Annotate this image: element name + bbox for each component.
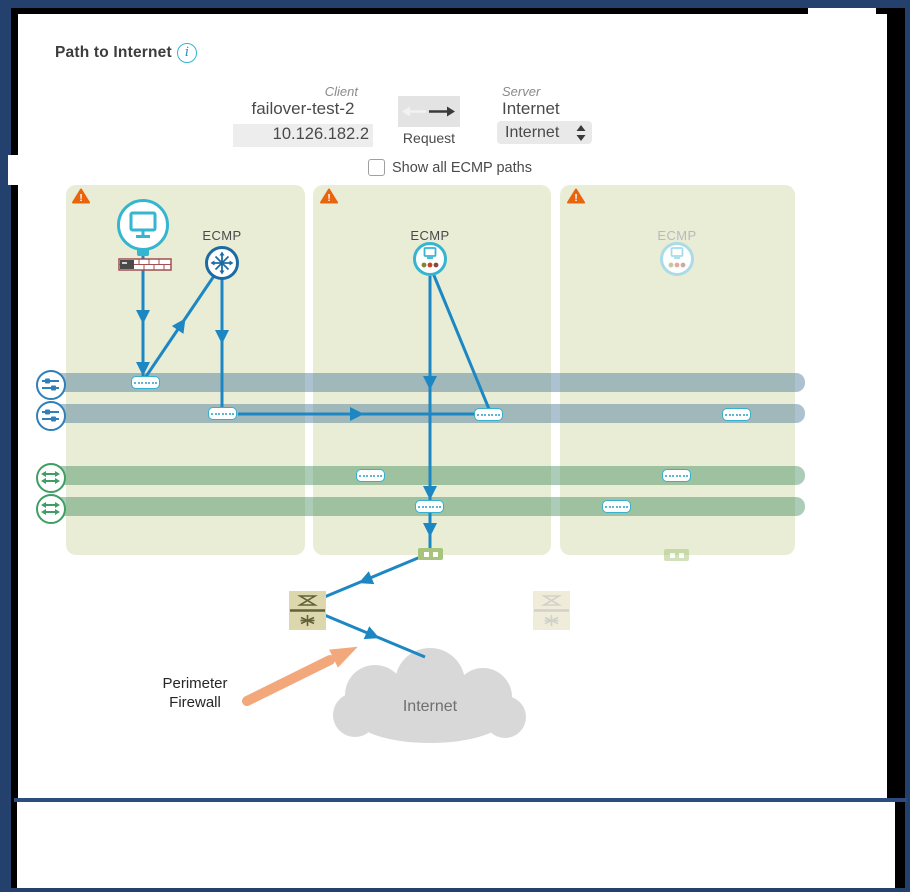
border-port-device[interactable] — [418, 548, 443, 560]
info-icon[interactable]: i — [177, 43, 197, 63]
switch-device[interactable] — [208, 407, 237, 420]
perimeter-firewall-node[interactable] — [289, 591, 326, 630]
leaf-layer-icon[interactable] — [36, 494, 66, 524]
host-brick-device-icon[interactable] — [118, 258, 172, 272]
leaf-layer-icon[interactable] — [36, 463, 66, 493]
perimeter-firewall-node-inactive[interactable] — [533, 591, 570, 630]
leaf-layer-bar-1 — [40, 466, 805, 485]
warning-triangle-icon[interactable]: ! — [320, 188, 338, 204]
svg-text:!: ! — [574, 193, 577, 204]
show-ecmp-label: Show all ECMP paths — [392, 160, 532, 176]
monitor-group-icon — [668, 247, 686, 268]
spine-layer-icon[interactable] — [36, 401, 66, 431]
ecmp-router-node[interactable] — [205, 246, 239, 280]
request-label: Request — [402, 130, 456, 146]
switch-device[interactable] — [131, 376, 160, 389]
page-title: Path to Internet — [55, 44, 172, 61]
server-select[interactable]: Internet — [497, 121, 592, 144]
spine-layer-icon[interactable] — [36, 370, 66, 400]
client-ip-field[interactable]: 10.126.182.2 — [233, 124, 373, 147]
divider-line — [14, 798, 907, 802]
server-label: Server — [502, 84, 541, 99]
ecmp-group-label: ECMP — [410, 228, 450, 243]
monitor-group-icon — [421, 247, 439, 268]
request-arrows-icon — [402, 106, 455, 117]
switch-device[interactable] — [602, 500, 631, 513]
request-direction-toggle[interactable] — [398, 96, 460, 127]
annotation-line-2: Firewall — [169, 694, 221, 711]
top-edge-notch — [808, 8, 876, 15]
switch-device[interactable] — [415, 500, 444, 513]
spine-layer-bar-2 — [40, 404, 805, 423]
firewall-icon — [534, 595, 569, 626]
show-ecmp-checkbox[interactable] — [368, 159, 385, 176]
server-select-value: Internet — [505, 124, 560, 141]
ecmp-host-group-node[interactable] — [413, 242, 447, 276]
client-name: failover-test-2 — [251, 99, 355, 118]
server-name: Internet — [502, 99, 560, 118]
internet-cloud-icon: Internet — [333, 648, 526, 743]
border-port-device-inactive[interactable] — [664, 549, 689, 561]
switch-device[interactable] — [356, 469, 385, 482]
warning-triangle-icon[interactable]: ! — [72, 188, 90, 204]
monitor-icon — [129, 211, 157, 238]
firewall-icon — [290, 595, 325, 626]
switch-device[interactable] — [474, 408, 503, 421]
svg-text:!: ! — [327, 193, 330, 204]
spine-layer-bar-1 — [40, 373, 805, 392]
client-vm-node[interactable] — [117, 199, 169, 251]
lower-panel — [17, 802, 895, 888]
ecmp-group-label: ECMP — [202, 228, 242, 243]
select-arrows-icon — [576, 125, 586, 141]
left-edge-notch — [8, 155, 18, 185]
svg-text:!: ! — [79, 193, 82, 204]
switch-device[interactable] — [662, 469, 691, 482]
ecmp-group-label-inactive: ECMP — [657, 228, 697, 243]
warning-triangle-icon[interactable]: ! — [567, 188, 585, 204]
ecmp-host-group-node-inactive[interactable] — [660, 242, 694, 276]
client-label: Client — [324, 84, 358, 99]
cloud-label: Internet — [403, 698, 458, 715]
node-connector-pin — [137, 248, 149, 256]
perimeter-firewall-annotation: Perimeter Firewall — [144, 674, 246, 712]
switch-device[interactable] — [722, 408, 751, 421]
ecmp-multipath-icon — [210, 251, 234, 275]
annotation-line-1: Perimeter — [162, 675, 228, 692]
